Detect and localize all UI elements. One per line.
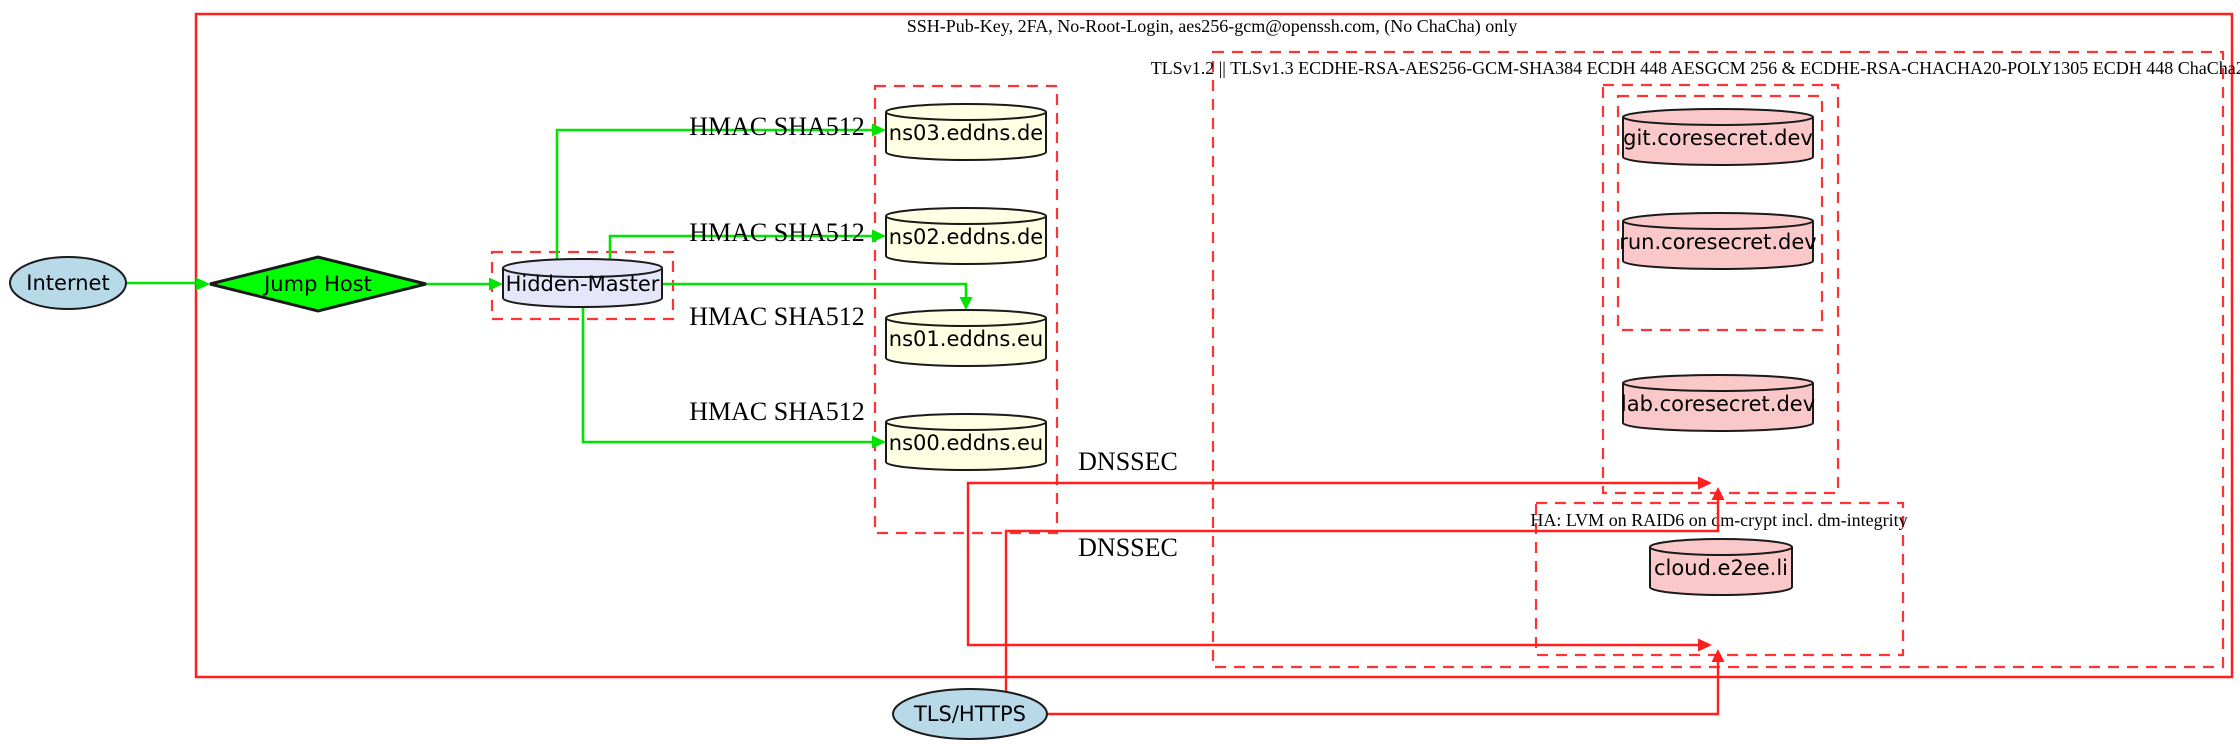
hmac-label-ns00: HMAC SHA512 [689, 397, 865, 426]
edge-jumphost-hiddenmaster [426, 277, 503, 291]
internet-node-label: Internet [26, 271, 109, 295]
hidden-master-node: Hidden-Master [502, 258, 663, 308]
internet-node: Internet [9, 256, 127, 310]
dnssec-label-coresecret: DNSSEC [1078, 447, 1178, 476]
ns01-node: ns01.eddns.eu [885, 309, 1047, 367]
ssh-boundary-box [194, 12, 2234, 679]
tls-https-node-label: TLS/HTTPS [913, 702, 1026, 726]
arrowhead-right-icon [196, 277, 210, 291]
tls-https-node: TLS/HTTPS [892, 688, 1048, 740]
arrowhead-right-icon [1698, 476, 1712, 490]
arrowhead-down-icon [959, 297, 973, 310]
arrowhead-up-icon [1711, 487, 1725, 500]
ns02-node: ns02.eddns.de [885, 207, 1047, 265]
hmac-label-ns02: HMAC SHA512 [689, 218, 865, 247]
eddns-cluster-box [873, 84, 1059, 535]
lab-node-label: lab.coresecret.dev [1621, 392, 1815, 416]
run-node: run.coresecret.dev [1619, 212, 1817, 270]
jump-host-node-label: Jump Host [262, 272, 372, 296]
git-node-label: git.coresecret.dev [1623, 126, 1813, 150]
run-node-label: run.coresecret.dev [1619, 230, 1817, 254]
hidden-master-node-label: Hidden-Master [506, 272, 660, 296]
ns03-node: ns03.eddns.de [885, 103, 1047, 161]
coresecret-inner-cluster-box [1616, 94, 1824, 332]
ns03-node-label: ns03.eddns.de [889, 121, 1043, 145]
jump-host-node: Jump Host [209, 255, 427, 313]
ns00-node-label: ns00.eddns.eu [889, 431, 1043, 455]
cloud-node-label: cloud.e2ee.li [1654, 556, 1788, 580]
ha-cluster-box [1534, 501, 1905, 657]
edge-tls-ha [1047, 649, 1725, 716]
lab-node: lab.coresecret.dev [1621, 374, 1815, 432]
dnssec-label-ha: DNSSEC [1078, 533, 1178, 562]
edge-tls-coresecret [1004, 487, 1725, 697]
edge-eddns-ha-dnssec [966, 533, 1712, 652]
arrowhead-right-icon [872, 123, 886, 137]
ns01-node-label: ns01.eddns.eu [889, 327, 1043, 351]
edge-hiddenmaster-ns02 [608, 229, 886, 260]
edge-hiddenmaster-ns03 [555, 123, 886, 260]
arrowhead-right-icon [872, 435, 886, 449]
arrowhead-up-icon [1711, 649, 1725, 662]
ssh-boundary-label: SSH-Pub-Key, 2FA, No-Root-Login, aes256-… [907, 16, 1518, 37]
edge-eddns-coresecret-dnssec [966, 476, 1712, 533]
hmac-label-ns01: HMAC SHA512 [689, 302, 865, 331]
ns02-node-label: ns02.eddns.de [889, 225, 1043, 249]
edge-internet-jumphost [126, 277, 210, 291]
cloud-node: cloud.e2ee.li [1649, 538, 1793, 596]
arrowhead-right-icon [1698, 638, 1712, 652]
edge-hiddenmaster-ns00 [581, 306, 886, 449]
arrowhead-right-icon [872, 229, 886, 243]
hmac-label-ns03: HMAC SHA512 [689, 112, 865, 141]
git-node: git.coresecret.dev [1622, 108, 1814, 166]
edge-hiddenmaster-ns01 [662, 282, 973, 310]
arrowhead-right-icon [489, 277, 503, 291]
ns00-node: ns00.eddns.eu [885, 413, 1047, 471]
tls-cluster-label: TLSv1.2 || TLSv1.3 ECDHE-RSA-AES256-GCM-… [1151, 58, 2240, 78]
